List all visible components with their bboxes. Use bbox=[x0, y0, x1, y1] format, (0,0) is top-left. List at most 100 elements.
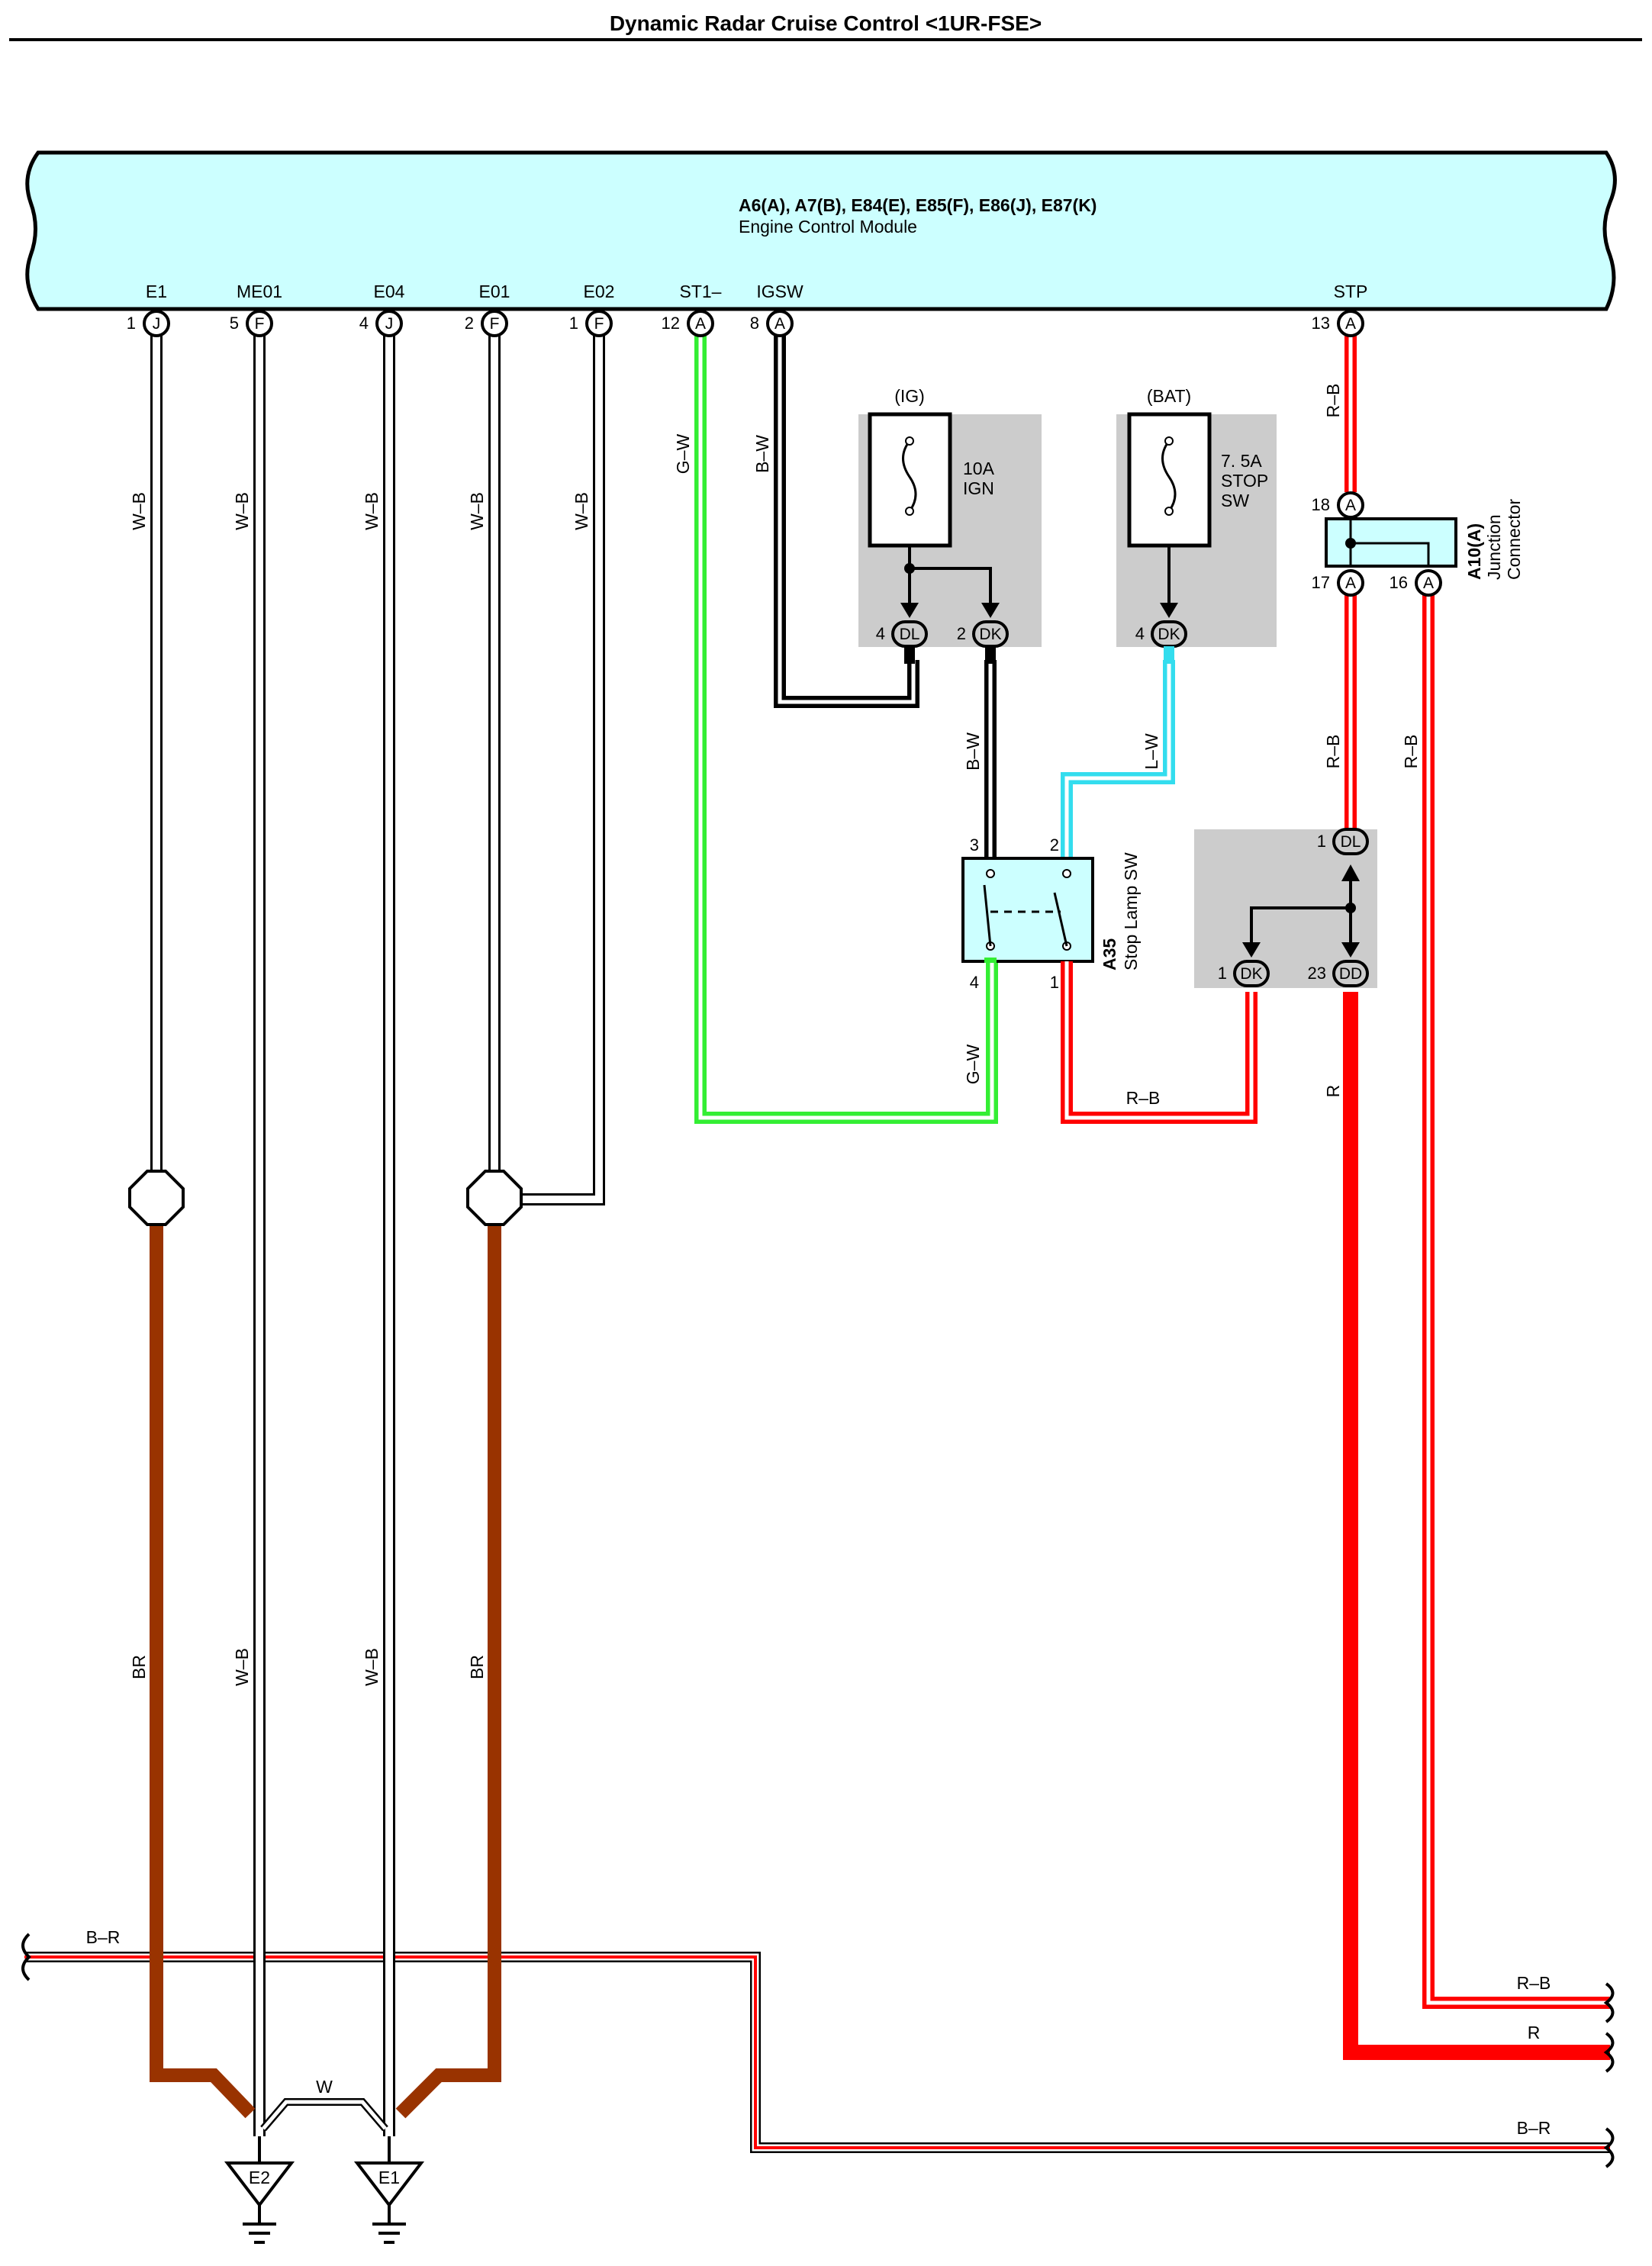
fuse-ig-icon bbox=[902, 440, 917, 512]
label-left-b-r: B–R bbox=[86, 1927, 121, 1947]
svg-text:A: A bbox=[1345, 575, 1356, 592]
ecm-terminal-igsw: IGSW A 8 bbox=[750, 282, 803, 337]
svg-text:A: A bbox=[695, 315, 706, 333]
label-e04-wb-lower: W–B bbox=[362, 1648, 382, 1686]
fuse-ig bbox=[868, 412, 952, 548]
label-right-b-r: B–R bbox=[1517, 2118, 1551, 2138]
svg-text:16: 16 bbox=[1390, 573, 1408, 592]
svg-text:DL: DL bbox=[900, 626, 920, 643]
svg-text:E01: E01 bbox=[479, 282, 510, 301]
ecm-terminal-e02: E02 F 1 bbox=[569, 282, 615, 337]
label-e01-wb: W–B bbox=[467, 492, 487, 530]
svg-text:4: 4 bbox=[876, 624, 885, 643]
stop-sw-pin-4: 4 bbox=[970, 973, 979, 992]
fuse-ig-rating: 10A bbox=[963, 459, 995, 478]
jb-dk-connector: DK 1 bbox=[1218, 960, 1270, 987]
label-right-r: R bbox=[1528, 2023, 1541, 2042]
svg-text:A: A bbox=[774, 315, 785, 333]
jc-name-1: Junction bbox=[1484, 514, 1504, 580]
jc-pin-18: A 18 bbox=[1312, 491, 1364, 519]
label-jc16-rb: R–B bbox=[1401, 735, 1421, 769]
svg-text:STP: STP bbox=[1334, 282, 1368, 301]
ecm-terminal-e04: E04 J 4 bbox=[359, 282, 405, 337]
label-e04-wb: W–B bbox=[362, 492, 382, 530]
ground-e2: E2 bbox=[224, 2161, 295, 2244]
ground-e1: E1 bbox=[353, 2161, 425, 2244]
wire-crossings bbox=[150, 1942, 501, 1976]
fuse-bat bbox=[1127, 412, 1212, 548]
label-ig-bw: B–W bbox=[963, 732, 983, 771]
ecm-terminal-e01: E01 F 2 bbox=[465, 282, 510, 337]
fuse-bat-name-2: SW bbox=[1221, 491, 1249, 510]
wire-e02-wb bbox=[519, 336, 605, 1205]
ecm-connector-list: A6(A), A7(B), E84(E), E85(F), E86(J), E8… bbox=[739, 195, 1097, 215]
ecm-box: A6(A), A7(B), E84(E), E85(F), E86(J), E8… bbox=[25, 150, 1617, 311]
fuse-bat-name-1: STOP bbox=[1221, 471, 1268, 491]
wire-igsw-bw bbox=[774, 336, 919, 708]
svg-text:12: 12 bbox=[662, 314, 680, 333]
svg-text:4: 4 bbox=[1135, 624, 1145, 643]
svg-text:F: F bbox=[255, 315, 265, 333]
jb-dd-connector: DD 23 bbox=[1308, 960, 1369, 987]
ecm-name: Engine Control Module bbox=[739, 217, 917, 237]
stop-lamp-sw-contacts bbox=[983, 869, 1071, 951]
break-left bbox=[21, 1933, 31, 1981]
svg-text:2: 2 bbox=[465, 314, 474, 333]
jc-name-2: Connector bbox=[1504, 499, 1524, 580]
diagram-title: Dynamic Radar Cruise Control <1UR-FSE> bbox=[610, 11, 1042, 35]
label-stop-rb: R–B bbox=[1126, 1088, 1161, 1108]
label-e02-wb: W–B bbox=[572, 492, 591, 530]
stop-sw-pin-3: 3 bbox=[970, 835, 979, 855]
label-left-br: BR bbox=[129, 1655, 149, 1679]
stop-lamp-sw bbox=[961, 857, 1094, 963]
wire-w-link bbox=[260, 2098, 388, 2132]
label-e1-wb: W–B bbox=[129, 492, 149, 530]
jc-id: A10(A) bbox=[1464, 523, 1484, 580]
svg-text:4: 4 bbox=[359, 314, 369, 333]
label-right-br: BR bbox=[467, 1655, 487, 1679]
svg-text:E1: E1 bbox=[146, 282, 167, 301]
fuse-ig-dl-connector: DL 4 bbox=[876, 620, 928, 648]
ecm-terminal-me01: ME01 F 5 bbox=[230, 282, 282, 337]
ground-e1-label: E1 bbox=[378, 2168, 400, 2187]
wire-jc16-rb bbox=[1422, 594, 1610, 2009]
label-me01-wb-lower: W–B bbox=[232, 1648, 252, 1686]
break-right-r bbox=[1603, 2032, 1615, 2073]
svg-text:DK: DK bbox=[1158, 626, 1180, 643]
ground-e2-label: E2 bbox=[249, 2168, 270, 2187]
fuse-bat-rating: 7. 5A bbox=[1221, 451, 1262, 471]
svg-text:A: A bbox=[1423, 575, 1434, 592]
fuse-ig-dk-connector: DK 2 bbox=[957, 620, 1009, 648]
label-right-rb: R–B bbox=[1517, 1973, 1551, 1993]
svg-text:13: 13 bbox=[1312, 314, 1330, 333]
ecm-terminal-e1: E1 J 1 bbox=[127, 282, 170, 337]
jc-pin-16: A 16 bbox=[1390, 569, 1442, 597]
break-right-rb bbox=[1603, 1982, 1615, 2023]
svg-text:1: 1 bbox=[1317, 832, 1326, 851]
svg-text:2: 2 bbox=[957, 624, 966, 643]
label-stopsw-gw: G–W bbox=[963, 1044, 983, 1085]
svg-text:DK: DK bbox=[979, 626, 1001, 643]
svg-text:IGSW: IGSW bbox=[756, 282, 803, 301]
svg-text:E02: E02 bbox=[584, 282, 615, 301]
svg-text:DL: DL bbox=[1341, 833, 1361, 851]
stop-sw-pin-2: 2 bbox=[1050, 835, 1059, 855]
label-bat-lw: L–W bbox=[1142, 733, 1161, 770]
jc-pin-17: A 17 bbox=[1312, 569, 1364, 597]
svg-text:1: 1 bbox=[127, 314, 136, 333]
label-dd-r: R bbox=[1323, 1085, 1343, 1098]
svg-text:A: A bbox=[1345, 315, 1356, 333]
svg-text:DK: DK bbox=[1240, 965, 1262, 983]
label-st1-gw: G–W bbox=[673, 434, 693, 475]
ecm-terminal-st1: ST1– A 12 bbox=[662, 282, 722, 337]
fuse-bat-supply: (BAT) bbox=[1147, 386, 1191, 406]
ecm-terminal-stp: STP A 13 bbox=[1312, 282, 1368, 337]
svg-text:8: 8 bbox=[750, 314, 759, 333]
svg-text:J: J bbox=[385, 315, 394, 333]
svg-text:F: F bbox=[490, 315, 500, 333]
fuse-ig-supply: (IG) bbox=[894, 386, 925, 406]
fuse-bat-icon bbox=[1161, 440, 1177, 512]
svg-text:A: A bbox=[1345, 497, 1356, 514]
label-stp-rb: R–B bbox=[1323, 384, 1343, 418]
